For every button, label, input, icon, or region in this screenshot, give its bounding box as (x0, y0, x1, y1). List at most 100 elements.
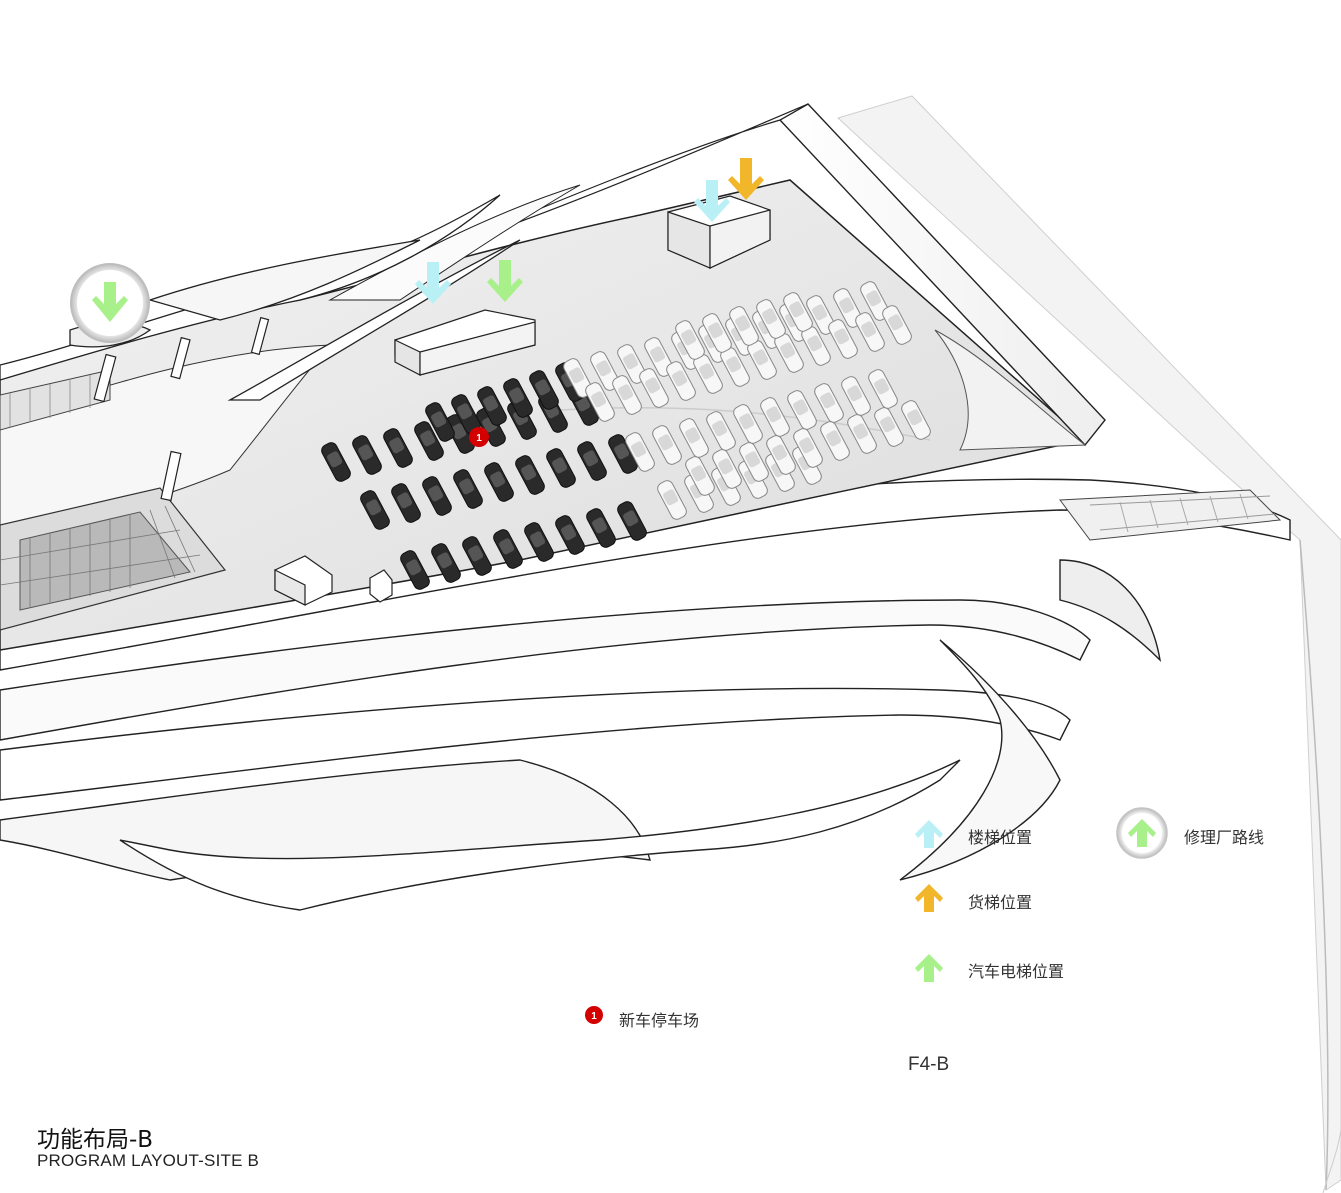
car-icon (383, 428, 413, 468)
car-icon (666, 361, 696, 401)
repair-route-legend-icon (1116, 807, 1168, 859)
car-icon (760, 397, 790, 437)
floor-label: F4-B (908, 1054, 950, 1075)
car-icon (874, 407, 904, 447)
legend-freight-label: 货梯位置 (968, 893, 1033, 912)
car-icon (652, 425, 682, 465)
car-icon (352, 435, 382, 475)
legend-new-car-parking-label: 新车停车场 (619, 1011, 700, 1030)
car-icon (685, 456, 715, 496)
car-icon (702, 313, 732, 353)
glass-atrium (0, 369, 227, 631)
car-icon (679, 418, 709, 458)
side-ramp (1059, 489, 1282, 541)
car-icon (814, 383, 844, 423)
legend-stair-label: 楼梯位置 (968, 828, 1033, 847)
car-icon (503, 378, 533, 418)
ground-plate (837, 95, 1341, 1191)
car-icon (693, 354, 723, 394)
car-icon (577, 441, 607, 481)
car-icon (484, 462, 514, 502)
car-icon (868, 369, 898, 409)
zone-marker-1: 1 (469, 427, 489, 447)
car-icon (801, 326, 831, 366)
car-icon (453, 469, 483, 509)
car-icon (774, 333, 804, 373)
car-icon (882, 305, 912, 345)
car-icon (675, 320, 705, 360)
car-icon (747, 340, 777, 380)
car-icon (515, 455, 545, 495)
car-icon (657, 480, 687, 520)
car-icon (414, 421, 444, 461)
car-icon (524, 522, 554, 562)
car-icon (756, 299, 786, 339)
legend-marker-number: 1 (591, 1011, 597, 1022)
plate-edge (1299, 539, 1329, 1191)
car-icon (766, 435, 796, 475)
car-icon (586, 508, 616, 548)
car-icon (529, 370, 559, 410)
car-icon (360, 490, 390, 530)
car-icon (644, 337, 674, 377)
car-icon (451, 394, 481, 434)
arrow-up-icon (1128, 819, 1156, 847)
car-icon (847, 414, 877, 454)
car-icon (706, 411, 736, 451)
car-icon (712, 449, 742, 489)
car-icon (462, 536, 492, 576)
car-icon (733, 404, 763, 444)
car-icon (391, 483, 421, 523)
car-icon (860, 281, 890, 321)
arrow-down-icon (92, 282, 128, 322)
arrow-up-icon (915, 820, 943, 848)
car-icon (590, 351, 620, 391)
arrow-down-icon (487, 260, 523, 302)
repair-route-marker (70, 263, 150, 343)
car-icon (612, 375, 642, 415)
arrow-down-icon (728, 158, 764, 200)
car-icon (321, 442, 351, 482)
car-icon (639, 368, 669, 408)
page-title: 功能布局-B (37, 1127, 154, 1153)
car-icon (625, 432, 655, 472)
car-icon (833, 288, 863, 328)
car-icon (617, 501, 647, 541)
page-subtitle: PROGRAM LAYOUT-SITE B (37, 1151, 260, 1170)
stair-cores (274, 195, 771, 606)
car-icon (493, 529, 523, 569)
zone-marker-number: 1 (476, 433, 482, 444)
new-car-parking-light-rows (563, 281, 931, 520)
enclosure-walls (328, 103, 1106, 451)
circle-badge-icon (585, 1006, 603, 1024)
car-icon (729, 306, 759, 346)
arrow-up-icon (915, 954, 943, 982)
car-icon (787, 390, 817, 430)
car-icon (546, 448, 576, 488)
car-icon (783, 292, 813, 332)
car-icon (820, 421, 850, 461)
car-icon (400, 550, 430, 590)
car-icon (555, 515, 585, 555)
car-icon (563, 358, 593, 398)
circle-badge-icon (469, 427, 489, 447)
legend-icons: 1 (585, 807, 1168, 1024)
car-icon (720, 347, 750, 387)
car-icon (477, 386, 507, 426)
car-icon (828, 319, 858, 359)
arrow-down-icon (694, 180, 730, 222)
new-car-parking-dark-rows (321, 362, 647, 590)
car-icon (841, 376, 871, 416)
car-icon (793, 428, 823, 468)
legend-car-lift-label: 汽车电梯位置 (968, 962, 1065, 981)
arrow-up-icon (915, 884, 943, 912)
page-corner (1322, 1129, 1341, 1193)
car-icon (425, 402, 455, 442)
car-icon (422, 476, 452, 516)
car-icon (901, 400, 931, 440)
car-icon (855, 312, 885, 352)
car-icon (431, 543, 461, 583)
roof-posts (93, 316, 270, 502)
car-icon (739, 442, 769, 482)
